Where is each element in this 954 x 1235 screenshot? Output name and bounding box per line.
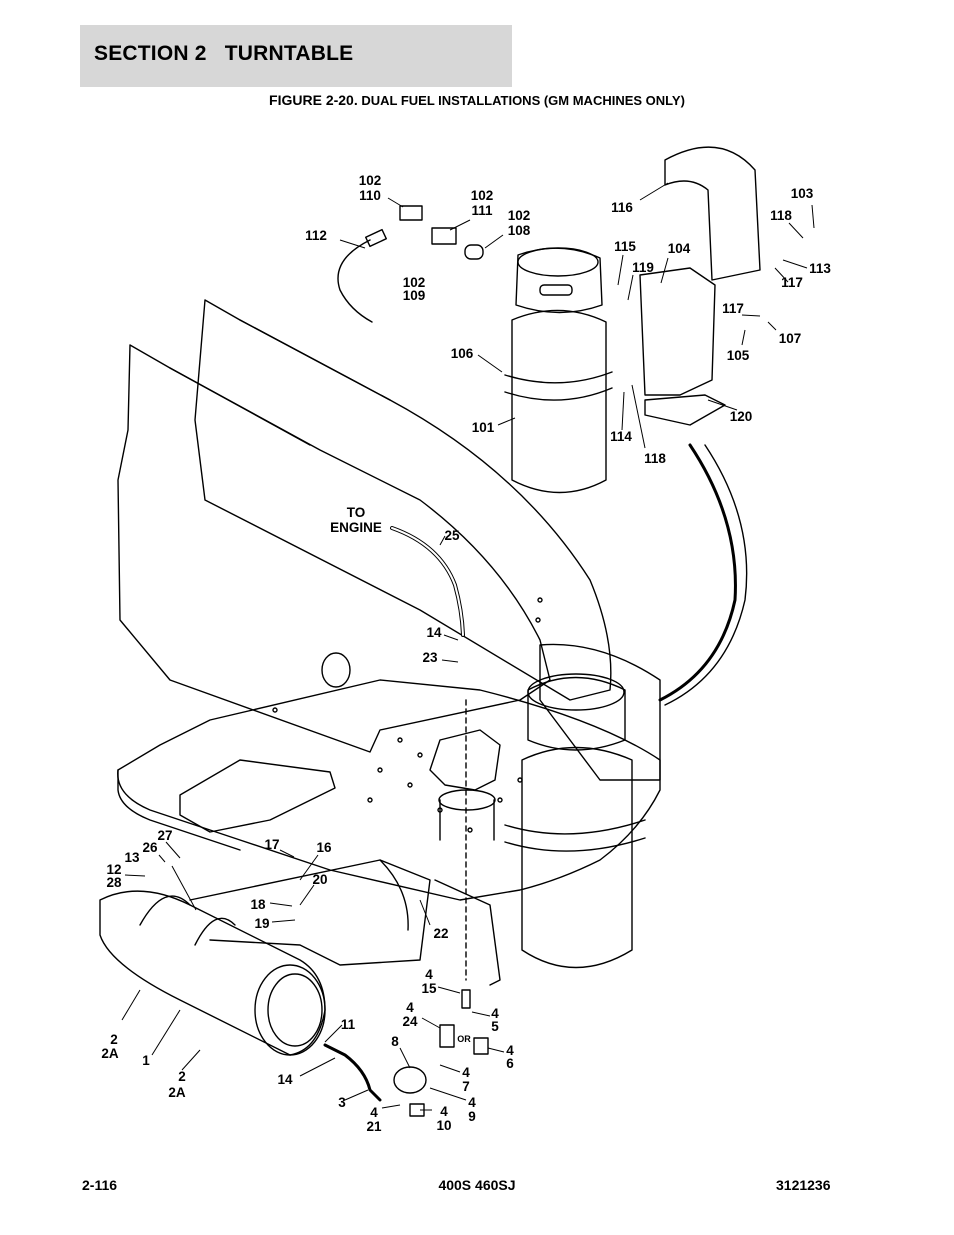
- callout: 102: [403, 275, 426, 290]
- callout: 108: [508, 223, 531, 238]
- callout: 2A: [101, 1046, 119, 1061]
- hose-112: [337, 239, 373, 323]
- figure-number: FIGURE 2-20.: [269, 92, 358, 108]
- callout: 14: [277, 1072, 293, 1087]
- upper-tank-shelf: [644, 394, 726, 426]
- to-engine-label: TO: [347, 505, 366, 520]
- callout: 28: [106, 875, 122, 890]
- callout: 4: [406, 1000, 414, 1015]
- callout: 8: [391, 1034, 399, 1049]
- lower-lp-tank: [504, 643, 661, 969]
- callout: 106: [451, 346, 474, 361]
- figure-title: FIGURE 2-20. DUAL FUEL INSTALLATIONS (GM…: [0, 92, 954, 108]
- callout: 4: [462, 1065, 470, 1080]
- callout: 4: [425, 967, 433, 982]
- rear-panel-upper: [194, 299, 612, 701]
- callout: 118: [644, 451, 666, 466]
- callout: 25: [444, 528, 460, 543]
- callout: 102: [471, 188, 494, 203]
- fitting-15: [461, 989, 471, 1009]
- callout: 115: [614, 239, 636, 254]
- callout: 2: [110, 1032, 118, 1047]
- callout: 104: [668, 241, 691, 256]
- or-label: OR: [457, 1034, 471, 1044]
- fitting-24: [439, 1024, 455, 1048]
- horizontal-lp-tank: [99, 890, 326, 1056]
- callout: 119: [632, 260, 654, 275]
- callout: 6: [506, 1056, 514, 1071]
- rear-panel-lower: [117, 344, 551, 753]
- callout: 4: [370, 1105, 378, 1120]
- callout: 13: [124, 850, 140, 865]
- fitting-6: [473, 1037, 489, 1055]
- callout: 21: [366, 1119, 382, 1134]
- plate-cutout: [179, 759, 336, 833]
- callout: 19: [254, 916, 269, 931]
- callout: 112: [305, 228, 327, 243]
- callout: 4: [468, 1095, 476, 1110]
- callout: 118: [770, 208, 792, 223]
- figure-caption: DUAL FUEL INSTALLATIONS (GM MACHINES ONL…: [361, 93, 685, 108]
- callout: 109: [403, 288, 426, 303]
- callout: 102: [508, 208, 531, 223]
- section-title: SECTION 2 TURNTABLE: [94, 42, 354, 65]
- center-valve: [429, 729, 501, 791]
- callout: 114: [610, 429, 632, 444]
- callout: 113: [809, 261, 831, 276]
- callout: 14: [426, 625, 442, 640]
- callout: 15: [421, 981, 437, 996]
- callout: 26: [142, 840, 158, 855]
- panel-hole: [321, 652, 351, 688]
- callout: 11: [341, 1017, 356, 1032]
- callout: 16: [316, 840, 332, 855]
- callout-labels: 102 110 102 111 102 108 112 102 109 116 …: [101, 173, 831, 1134]
- page-number: 2-116: [82, 1177, 118, 1193]
- section-header: SECTION 2 TURNTABLE: [80, 25, 512, 87]
- callout: 110: [359, 188, 381, 203]
- callout: 102: [359, 173, 382, 188]
- turntable-plate: [117, 679, 661, 901]
- to-engine-label: ENGINE: [330, 520, 382, 535]
- leader-lines: [121, 182, 815, 1111]
- callout: 111: [471, 203, 493, 218]
- callout: 117: [722, 301, 744, 316]
- callout: 18: [250, 897, 266, 912]
- upper-lp-tank: [504, 247, 613, 494]
- callout: 5: [491, 1019, 499, 1034]
- callout: 4: [506, 1043, 514, 1058]
- tank-mount-frame: [189, 859, 431, 966]
- callout: 1: [142, 1053, 150, 1068]
- document-number: 3121236: [776, 1177, 831, 1193]
- callout: 103: [791, 186, 814, 201]
- callout: 4: [440, 1104, 448, 1119]
- callout: 10: [436, 1118, 451, 1133]
- callout: 107: [779, 331, 802, 346]
- callout: 101: [472, 420, 495, 435]
- callout: 9: [468, 1109, 476, 1124]
- callout: 20: [312, 872, 327, 887]
- model-number: 400S 460SJ: [438, 1177, 516, 1193]
- callout: 105: [727, 348, 750, 363]
- callout: 27: [157, 828, 172, 843]
- callout: 24: [402, 1014, 418, 1029]
- callout: 7: [462, 1079, 470, 1094]
- upper-tank-bracket: [639, 267, 716, 396]
- callout: 2A: [168, 1085, 186, 1100]
- callout: 3: [338, 1095, 346, 1110]
- callout: 12: [106, 862, 121, 877]
- filter-8: [393, 1066, 427, 1094]
- callout: 23: [422, 650, 438, 665]
- callout: 116: [611, 200, 633, 215]
- callout: 117: [781, 275, 803, 290]
- callout: 2: [178, 1069, 186, 1084]
- upper-tank-cover: [664, 146, 761, 281]
- callout: 4: [491, 1006, 499, 1021]
- callout: 120: [730, 409, 753, 424]
- callout: 22: [433, 926, 448, 941]
- callout: 17: [264, 837, 279, 852]
- plate-holes: [272, 597, 543, 833]
- hose-25: [390, 526, 465, 637]
